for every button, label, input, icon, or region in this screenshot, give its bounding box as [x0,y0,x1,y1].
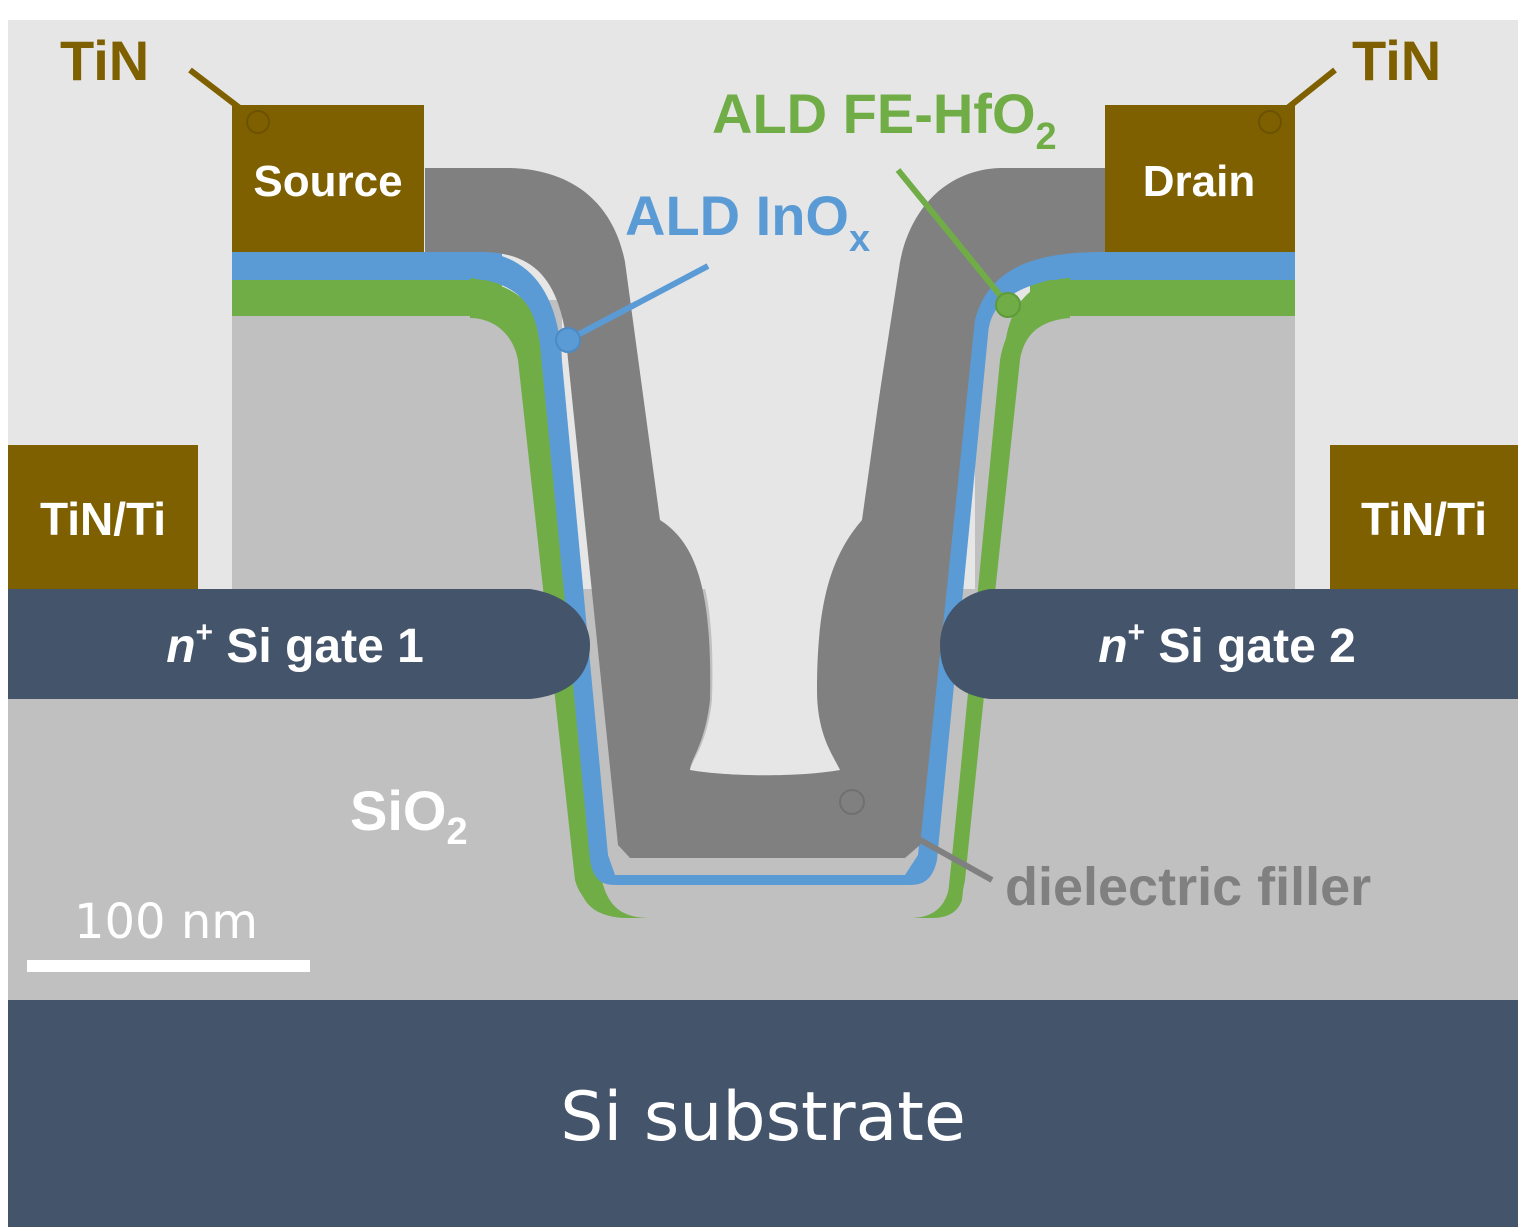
filler-dot [839,789,865,815]
sio2-sub: 2 [446,811,467,853]
substrate-label: Si substrate [560,1078,966,1157]
dielectric-filler-label: dielectric filler [1005,857,1371,917]
gate1-text: Si gate 1 [213,620,424,673]
hfo2-top-right [1030,278,1295,316]
tin-right-label: TiN [1352,29,1441,92]
gate1-n: n [166,620,195,673]
upper-sio2-left [232,300,562,600]
inox-dot [555,327,581,353]
inox-trench-liner [485,252,1050,885]
hfo2-leader [895,168,1011,307]
si-gate-2 [940,589,1518,699]
tin-right-leader [1268,67,1337,125]
scale-bar-label: 100 nm [74,894,258,950]
tin-right-dot [1258,110,1282,134]
tinti-left-contact [8,445,198,590]
hfo2-label: ALD FE-HfO2 [712,82,1057,158]
sio2-main: SiO [350,779,446,842]
tin-left-label: TiN [60,29,149,92]
gate2-sup: + [1128,616,1146,649]
gate2-label: n+ Si gate 2 [1098,616,1356,673]
tinti-right-label: TiN/Ti [1361,493,1487,545]
source-label: Source [253,157,402,206]
scale-bar [27,960,310,972]
inox-top-left [232,252,502,280]
inox-top-right [1030,252,1295,280]
tinti-left-label: TiN/Ti [40,493,166,545]
gate2-n: n [1098,620,1127,673]
si-substrate [8,1000,1518,1227]
tin-left-dot [246,110,270,134]
dielectric-filler [425,168,1105,858]
si-gate-1 [8,589,590,699]
sio2-label: SiO2 [350,779,468,853]
gate1-sup: + [196,616,214,649]
inox-label-main: ALD InO [625,184,849,247]
tinti-right-contact [1330,445,1518,590]
hfo2-label-sub: 2 [1036,116,1057,158]
hfo2-dot [995,292,1021,318]
gate1-label: n+ Si gate 1 [166,616,424,673]
inox-label: ALD InOx [625,184,870,260]
inox-label-sub: x [849,218,870,260]
tin-left-leader [188,67,260,125]
hfo2-top-left [232,278,502,316]
filler-leader [850,799,994,883]
trench-void [600,168,935,776]
hfo2-label-main: ALD FE-HfO [712,82,1036,145]
drain-label: Drain [1143,157,1255,206]
inox-leader [566,263,710,343]
upper-sio2-right [975,300,1295,600]
gate2-text: Si gate 2 [1145,620,1356,673]
